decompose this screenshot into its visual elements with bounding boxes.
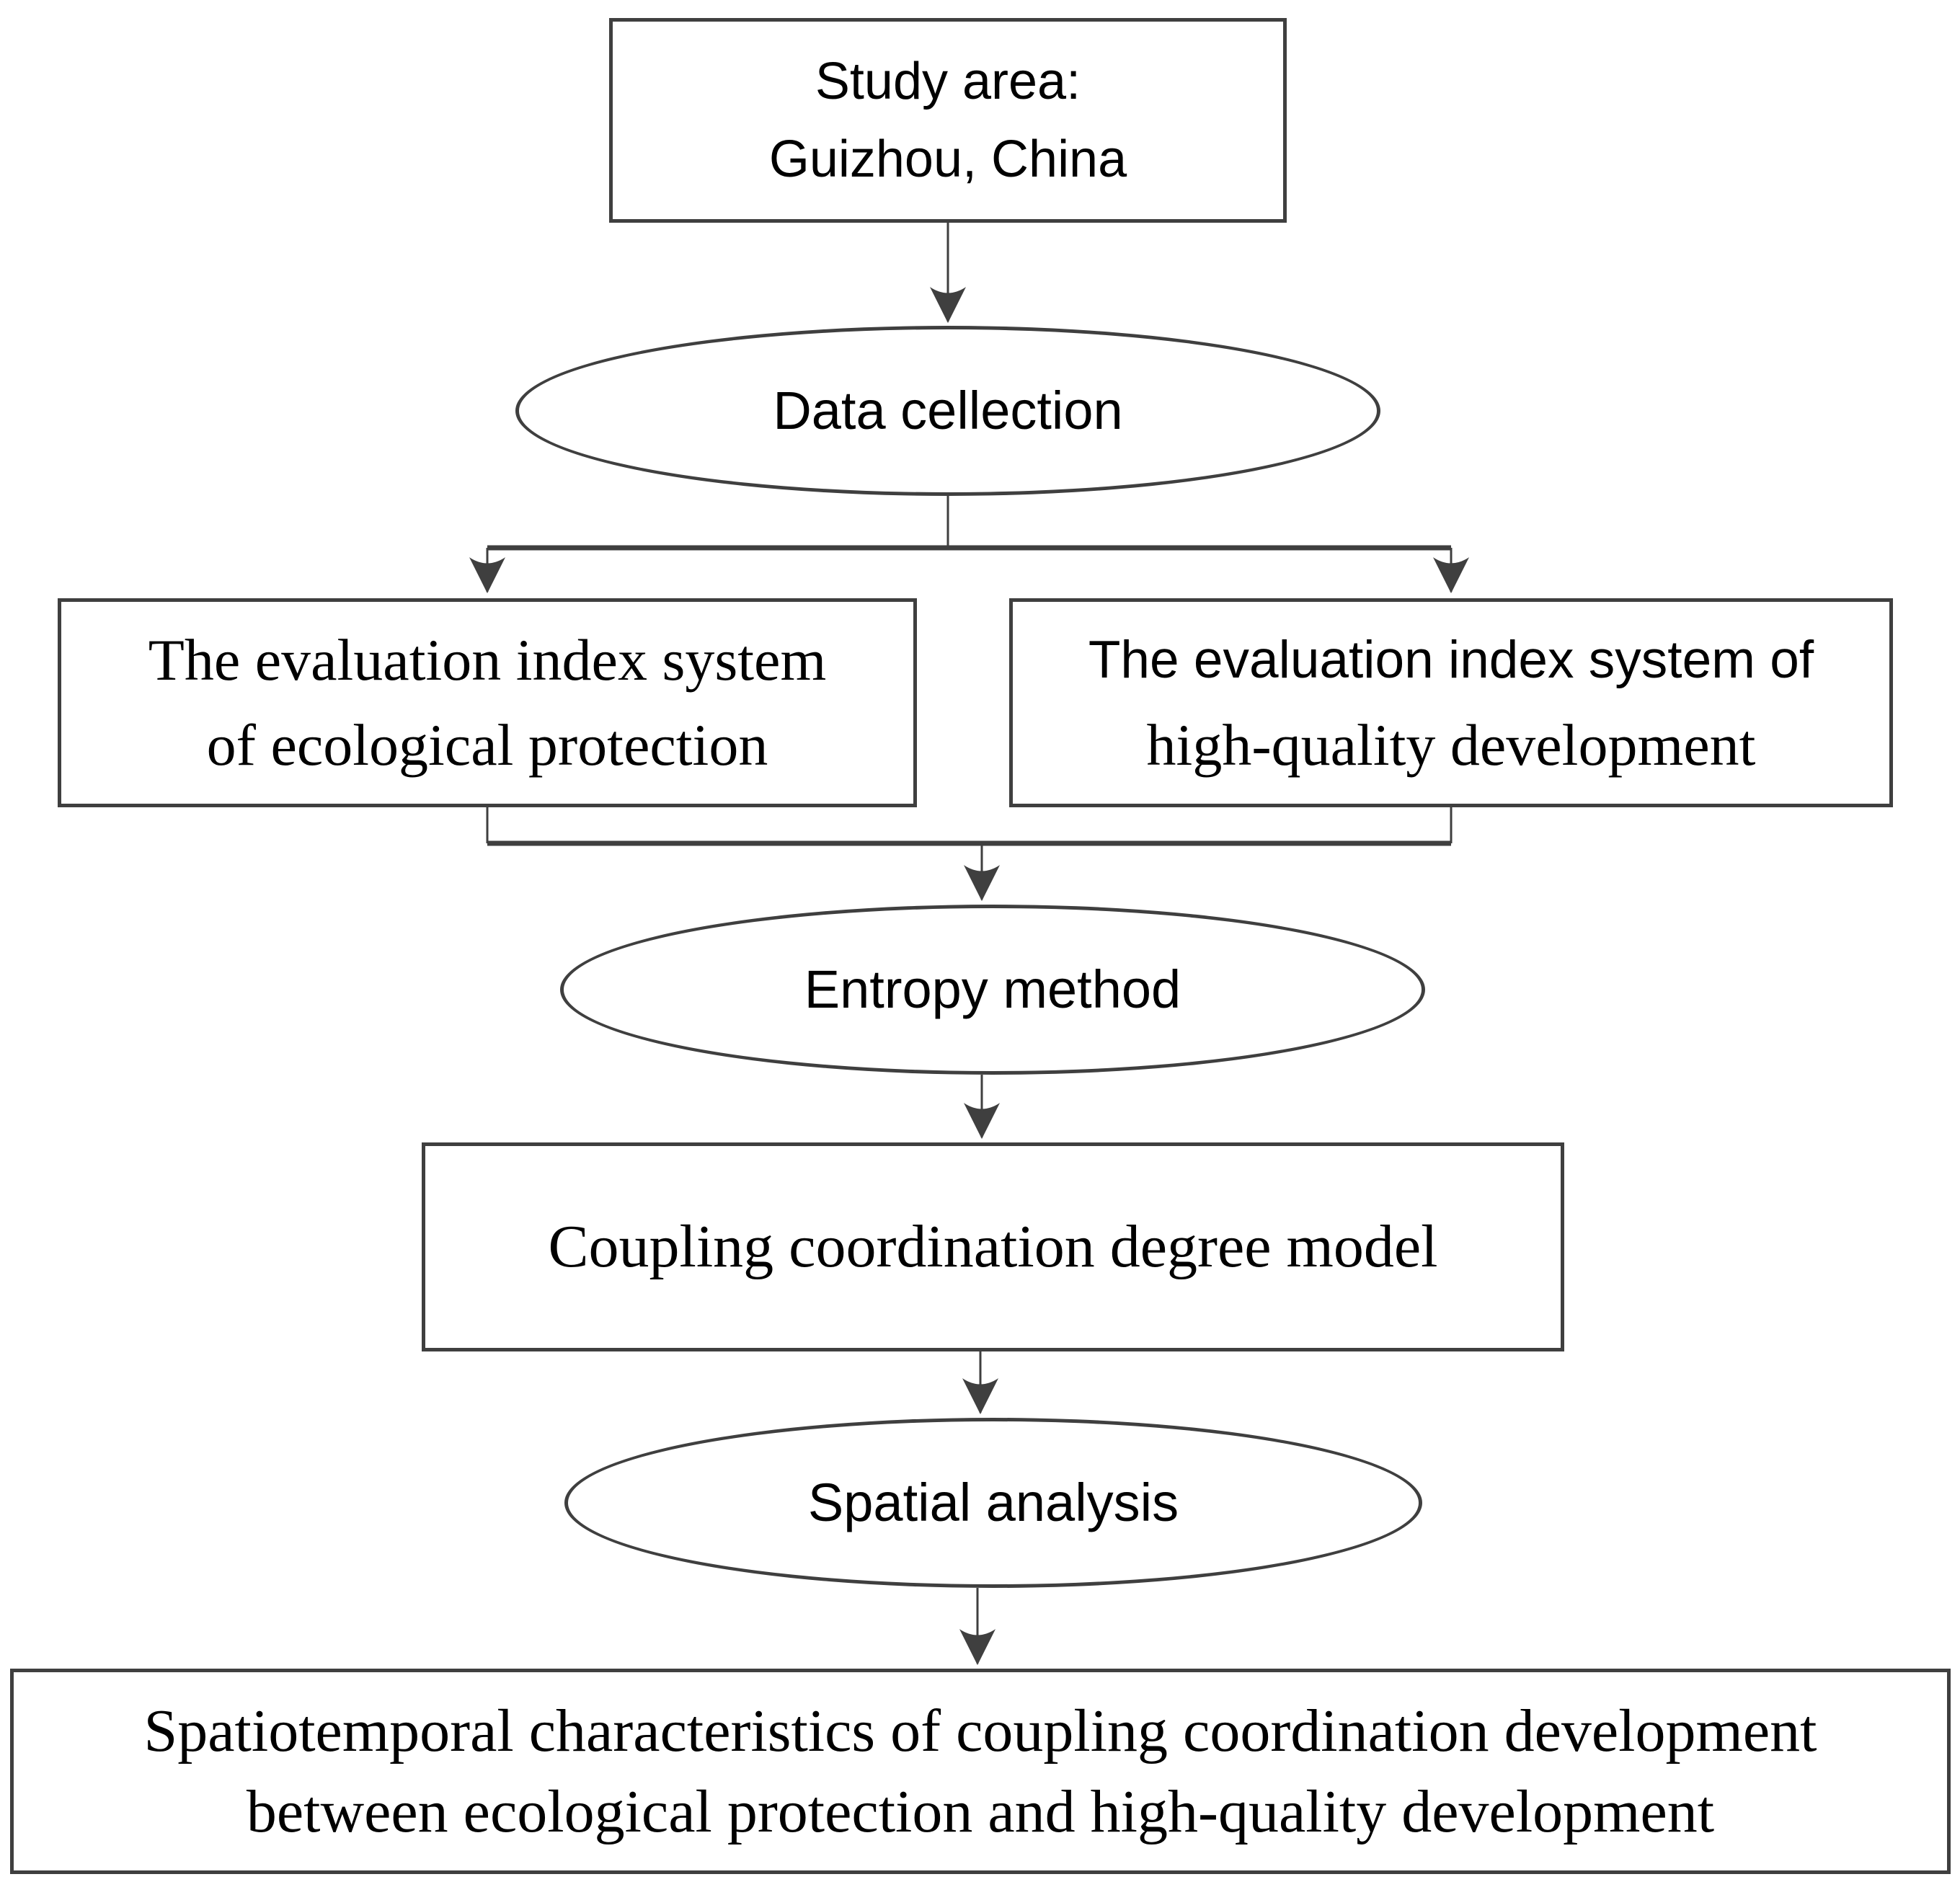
study-area-label: Study area: Guizhou, China xyxy=(769,43,1127,198)
spatial-analysis-ellipse: Spatial analysis xyxy=(564,1418,1422,1588)
ecological-index-box: The evaluation index system of ecologica… xyxy=(58,598,917,807)
ecological-index-line2: of ecological protection xyxy=(206,712,768,778)
data-collection-label: Data cellection xyxy=(773,381,1123,441)
study-area-box: Study area: Guizhou, China xyxy=(609,18,1287,223)
outcome-box: Spatiotemporal characteristics of coupli… xyxy=(10,1669,1951,1874)
data-collection-ellipse: Data cellection xyxy=(515,326,1380,496)
entropy-method-label: Entropy method xyxy=(804,959,1181,1020)
high-quality-index-line2: high-quality development xyxy=(1146,712,1756,778)
study-area-line2: Guizhou, China xyxy=(768,130,1127,188)
high-quality-index-box: The evaluation index system of high-qual… xyxy=(1009,598,1893,807)
outcome-label: Spatiotemporal characteristics of coupli… xyxy=(144,1691,1817,1852)
high-quality-index-label: The evaluation index system of high-qual… xyxy=(1088,618,1814,788)
high-quality-index-line1: The evaluation index system of xyxy=(1088,631,1814,689)
outcome-line1: Spatiotemporal characteristics of coupli… xyxy=(143,1697,1817,1764)
study-area-line1: Study area: xyxy=(815,53,1081,110)
ecological-index-line1: The evaluation index system xyxy=(148,627,827,693)
coupling-model-label: Coupling coordination degree model xyxy=(548,1213,1438,1281)
entropy-method-ellipse: Entropy method xyxy=(560,905,1425,1075)
outcome-line2: between ecological protection and high-q… xyxy=(246,1777,1715,1845)
coupling-model-box: Coupling coordination degree model xyxy=(422,1142,1564,1351)
spatial-analysis-label: Spatial analysis xyxy=(807,1473,1179,1533)
ecological-index-label: The evaluation index system of ecologica… xyxy=(148,618,826,788)
